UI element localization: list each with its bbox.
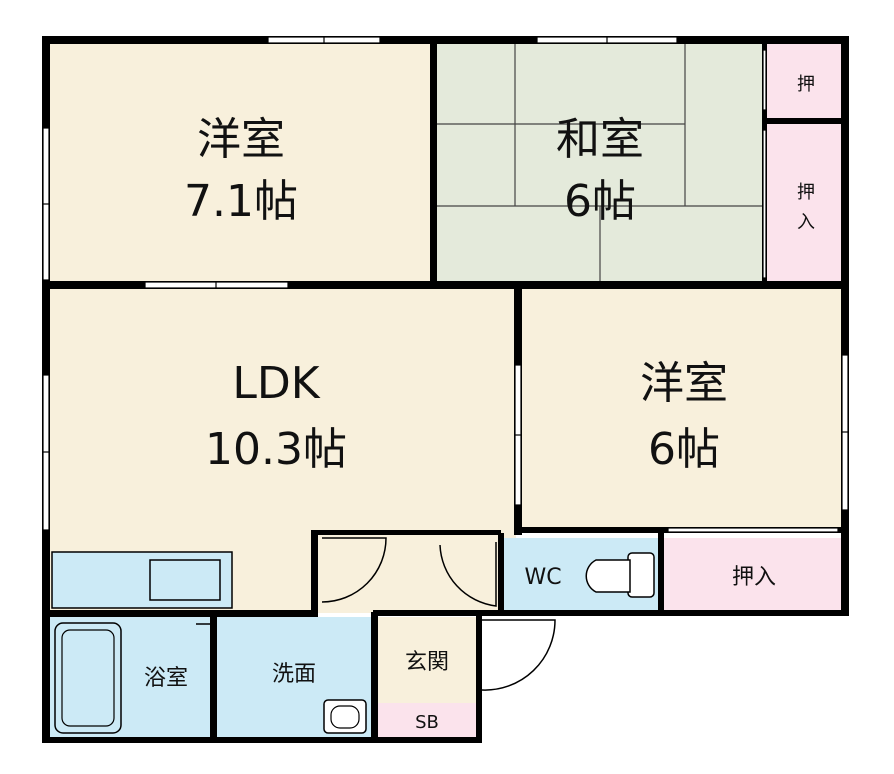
room-western-6-size: 6帖: [648, 424, 720, 475]
room-japanese-name: 和室: [556, 114, 644, 165]
closet-mid-label-1: 押: [797, 182, 815, 203]
room-western-7-1-size: 7.1帖: [184, 176, 298, 227]
room-ldk-name: LDK: [232, 358, 320, 409]
shoebox-label: SB: [415, 712, 439, 733]
wash-basin-bowl: [330, 705, 360, 729]
bathtub-inner: [61, 629, 115, 727]
room-western-7-1-fill: [47, 40, 434, 284]
bath-label: 浴室: [144, 666, 188, 691]
kitchen-sink: [149, 559, 221, 601]
tatami-lines: [437, 40, 765, 284]
entrance-fill: [378, 617, 476, 703]
room-japanese-fill: [437, 40, 765, 284]
doors: [196, 537, 556, 691]
entrance-label: 玄関: [405, 650, 449, 675]
toilet-icon: [585, 552, 655, 598]
closet-mid-fill: [765, 124, 845, 284]
bathtub: [54, 622, 122, 734]
closet-top-fill: [765, 40, 845, 120]
room-ldk-fill: [47, 289, 516, 551]
closet-bottom-label: 押入: [732, 565, 776, 590]
shoebox-fill: [378, 703, 476, 739]
closet-top-label: 押: [797, 74, 815, 95]
room-western-6-fill: [520, 289, 845, 528]
closet-mid-label-2: 入: [797, 212, 815, 233]
room-japanese-size: 6帖: [564, 176, 636, 227]
windows: [42, 36, 849, 533]
room-western-6-name: 洋室: [640, 358, 728, 409]
hall-fill: [318, 532, 501, 613]
wash-label: 洗面: [272, 662, 316, 687]
wc-label: WC: [524, 565, 561, 590]
closet-bottom-fill: [664, 538, 845, 610]
room-western-7-1-name: 洋室: [197, 114, 285, 165]
room-ldk-size: 10.3帖: [205, 424, 347, 475]
